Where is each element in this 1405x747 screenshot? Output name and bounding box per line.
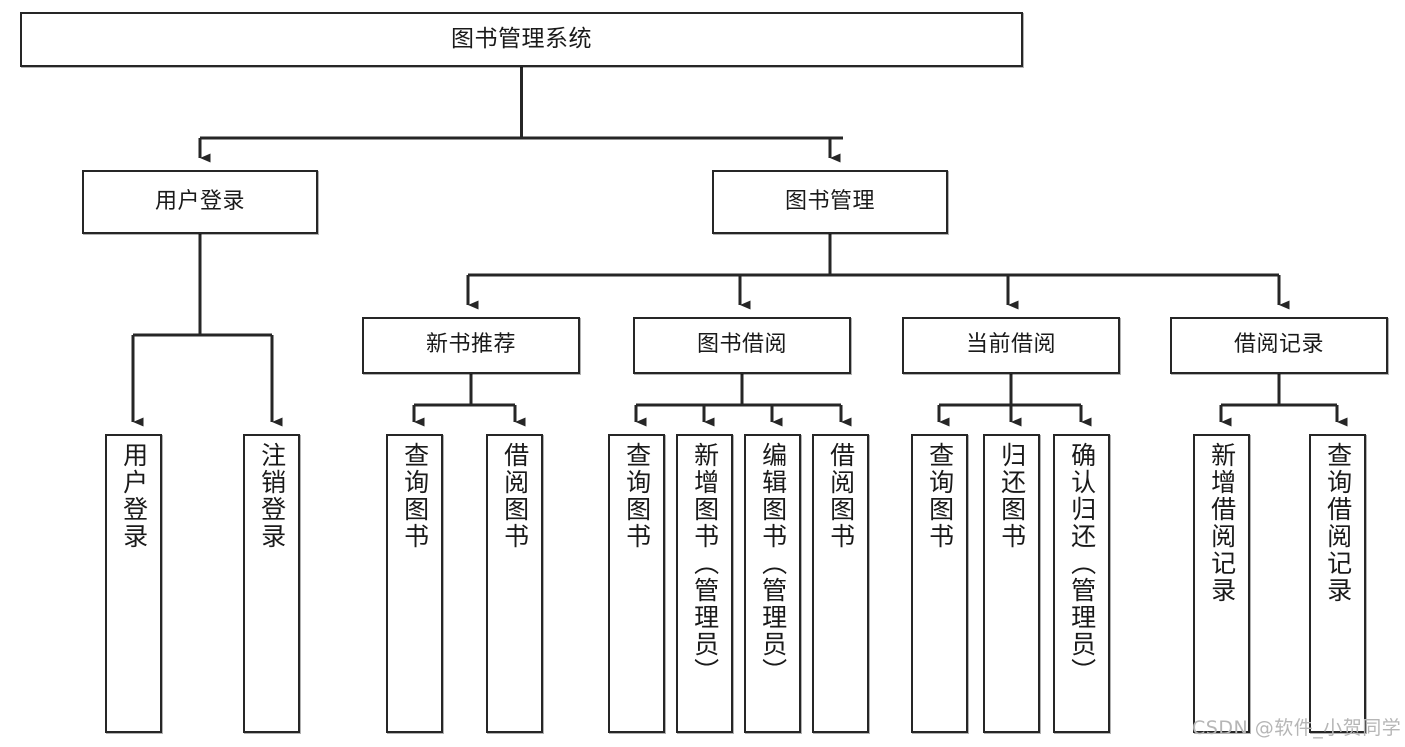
node-user-login-label: 用户登录 bbox=[154, 188, 245, 214]
node-leaf-borrow-book-2-label: 借阅图书 bbox=[826, 442, 856, 550]
node-leaf-add-record[interactable]: 新增借阅记录 bbox=[1193, 434, 1250, 733]
node-user-login[interactable]: 用户登录 bbox=[82, 170, 318, 234]
node-leaf-query-book-3[interactable]: 查询图书 bbox=[911, 434, 968, 733]
node-leaf-edit-book-label: 编辑图书（管理员） bbox=[758, 442, 788, 685]
node-book-borrow[interactable]: 图书借阅 bbox=[633, 317, 851, 374]
node-book-manage-label: 图书管理 bbox=[784, 188, 875, 214]
node-borrow-record[interactable]: 借阅记录 bbox=[1170, 317, 1388, 374]
node-book-manage[interactable]: 图书管理 bbox=[712, 170, 948, 234]
node-leaf-user-logout-label: 注销登录 bbox=[257, 442, 287, 550]
node-leaf-query-book-2-label: 查询图书 bbox=[622, 442, 652, 550]
node-leaf-return-book[interactable]: 归还图书 bbox=[983, 434, 1040, 733]
node-new-book-recommend[interactable]: 新书推荐 bbox=[362, 317, 580, 374]
node-leaf-confirm-return[interactable]: 确认归还（管理员） bbox=[1053, 434, 1110, 733]
node-leaf-add-book[interactable]: 新增图书（管理员） bbox=[676, 434, 733, 733]
node-book-borrow-label: 图书借阅 bbox=[696, 332, 787, 358]
node-leaf-add-book-label: 新增图书（管理员） bbox=[690, 442, 720, 685]
node-leaf-borrow-book-2[interactable]: 借阅图书 bbox=[812, 434, 869, 733]
node-current-borrow[interactable]: 当前借阅 bbox=[902, 317, 1120, 374]
node-leaf-edit-book[interactable]: 编辑图书（管理员） bbox=[744, 434, 801, 733]
node-leaf-query-book-1-label: 查询图书 bbox=[400, 442, 430, 550]
node-root-label: 图书管理系统 bbox=[451, 25, 592, 52]
node-leaf-return-book-label: 归还图书 bbox=[997, 442, 1027, 550]
node-leaf-add-record-label: 新增借阅记录 bbox=[1207, 442, 1237, 604]
node-leaf-user-login[interactable]: 用户登录 bbox=[105, 434, 162, 733]
node-borrow-record-label: 借阅记录 bbox=[1233, 332, 1324, 358]
node-leaf-query-book-3-label: 查询图书 bbox=[925, 442, 955, 550]
node-leaf-user-logout[interactable]: 注销登录 bbox=[243, 434, 300, 733]
node-leaf-user-login-label: 用户登录 bbox=[119, 442, 149, 550]
node-current-borrow-label: 当前借阅 bbox=[965, 332, 1056, 358]
node-leaf-query-record[interactable]: 查询借阅记录 bbox=[1309, 434, 1366, 733]
node-leaf-borrow-book-1[interactable]: 借阅图书 bbox=[486, 434, 543, 733]
node-leaf-query-book-2[interactable]: 查询图书 bbox=[608, 434, 665, 733]
node-root[interactable]: 图书管理系统 bbox=[20, 12, 1023, 67]
node-leaf-borrow-book-1-label: 借阅图书 bbox=[500, 442, 530, 550]
node-leaf-confirm-return-label: 确认归还（管理员） bbox=[1067, 442, 1097, 685]
node-leaf-query-book-1[interactable]: 查询图书 bbox=[386, 434, 443, 733]
node-leaf-query-record-label: 查询借阅记录 bbox=[1323, 442, 1353, 604]
node-new-book-recommend-label: 新书推荐 bbox=[425, 332, 516, 358]
